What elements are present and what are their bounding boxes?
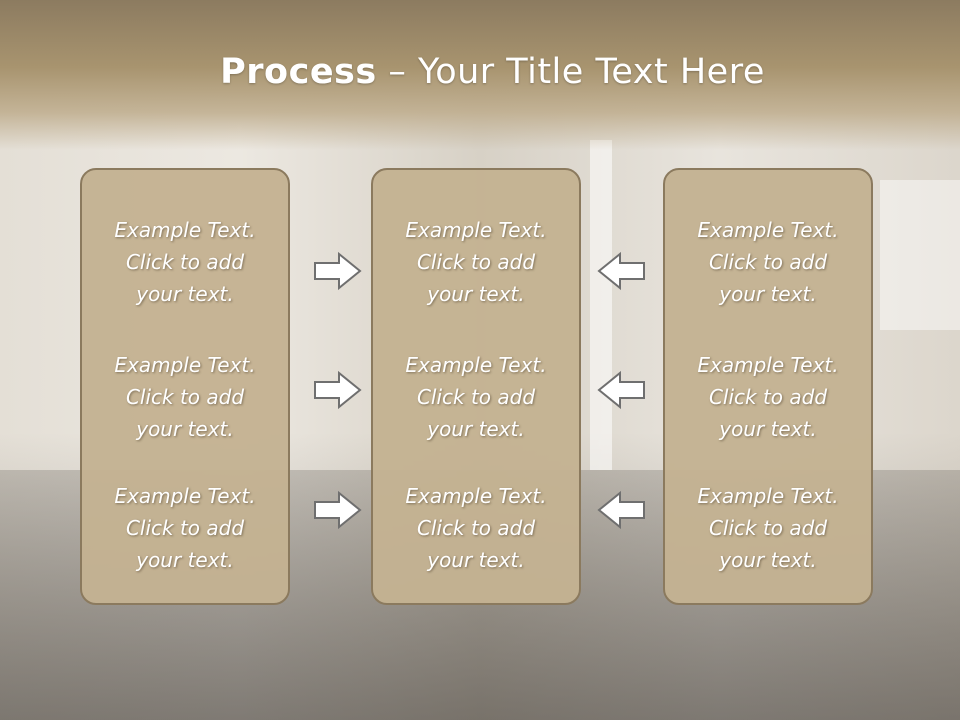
left-arrow-icon bbox=[597, 490, 645, 530]
left-panel[interactable]: Example Text. Click to add your text. Ex… bbox=[80, 168, 290, 605]
right-panel-text-3[interactable]: Example Text. Click to add your text. bbox=[697, 484, 839, 572]
title-rest: – Your Title Text Here bbox=[376, 52, 765, 92]
left-arrow-icon bbox=[597, 370, 645, 410]
right-panel[interactable]: Example Text. Click to add your text. Ex… bbox=[663, 168, 873, 605]
center-panel[interactable]: Example Text. Click to add your text. Ex… bbox=[371, 168, 581, 605]
background-window bbox=[880, 180, 960, 330]
right-panel-text-2[interactable]: Example Text. Click to add your text. bbox=[697, 353, 839, 441]
slide-title[interactable]: Process – Your Title Text Here bbox=[0, 52, 960, 92]
title-bold: Process bbox=[220, 52, 377, 92]
left-panel-text-1[interactable]: Example Text. Click to add your text. bbox=[114, 218, 256, 306]
left-arrow-icon bbox=[597, 251, 645, 291]
left-panel-text-2[interactable]: Example Text. Click to add your text. bbox=[114, 353, 256, 441]
center-panel-text-1[interactable]: Example Text. Click to add your text. bbox=[405, 218, 547, 306]
center-panel-text-2[interactable]: Example Text. Click to add your text. bbox=[405, 353, 547, 441]
right-arrow-icon bbox=[314, 370, 362, 410]
right-panel-text-1[interactable]: Example Text. Click to add your text. bbox=[697, 218, 839, 306]
center-panel-text-3[interactable]: Example Text. Click to add your text. bbox=[405, 484, 547, 572]
left-panel-text-3[interactable]: Example Text. Click to add your text. bbox=[114, 484, 256, 572]
right-arrow-icon bbox=[314, 251, 362, 291]
title-bar bbox=[0, 0, 960, 150]
right-arrow-icon bbox=[314, 490, 362, 530]
background-beam bbox=[590, 140, 612, 470]
